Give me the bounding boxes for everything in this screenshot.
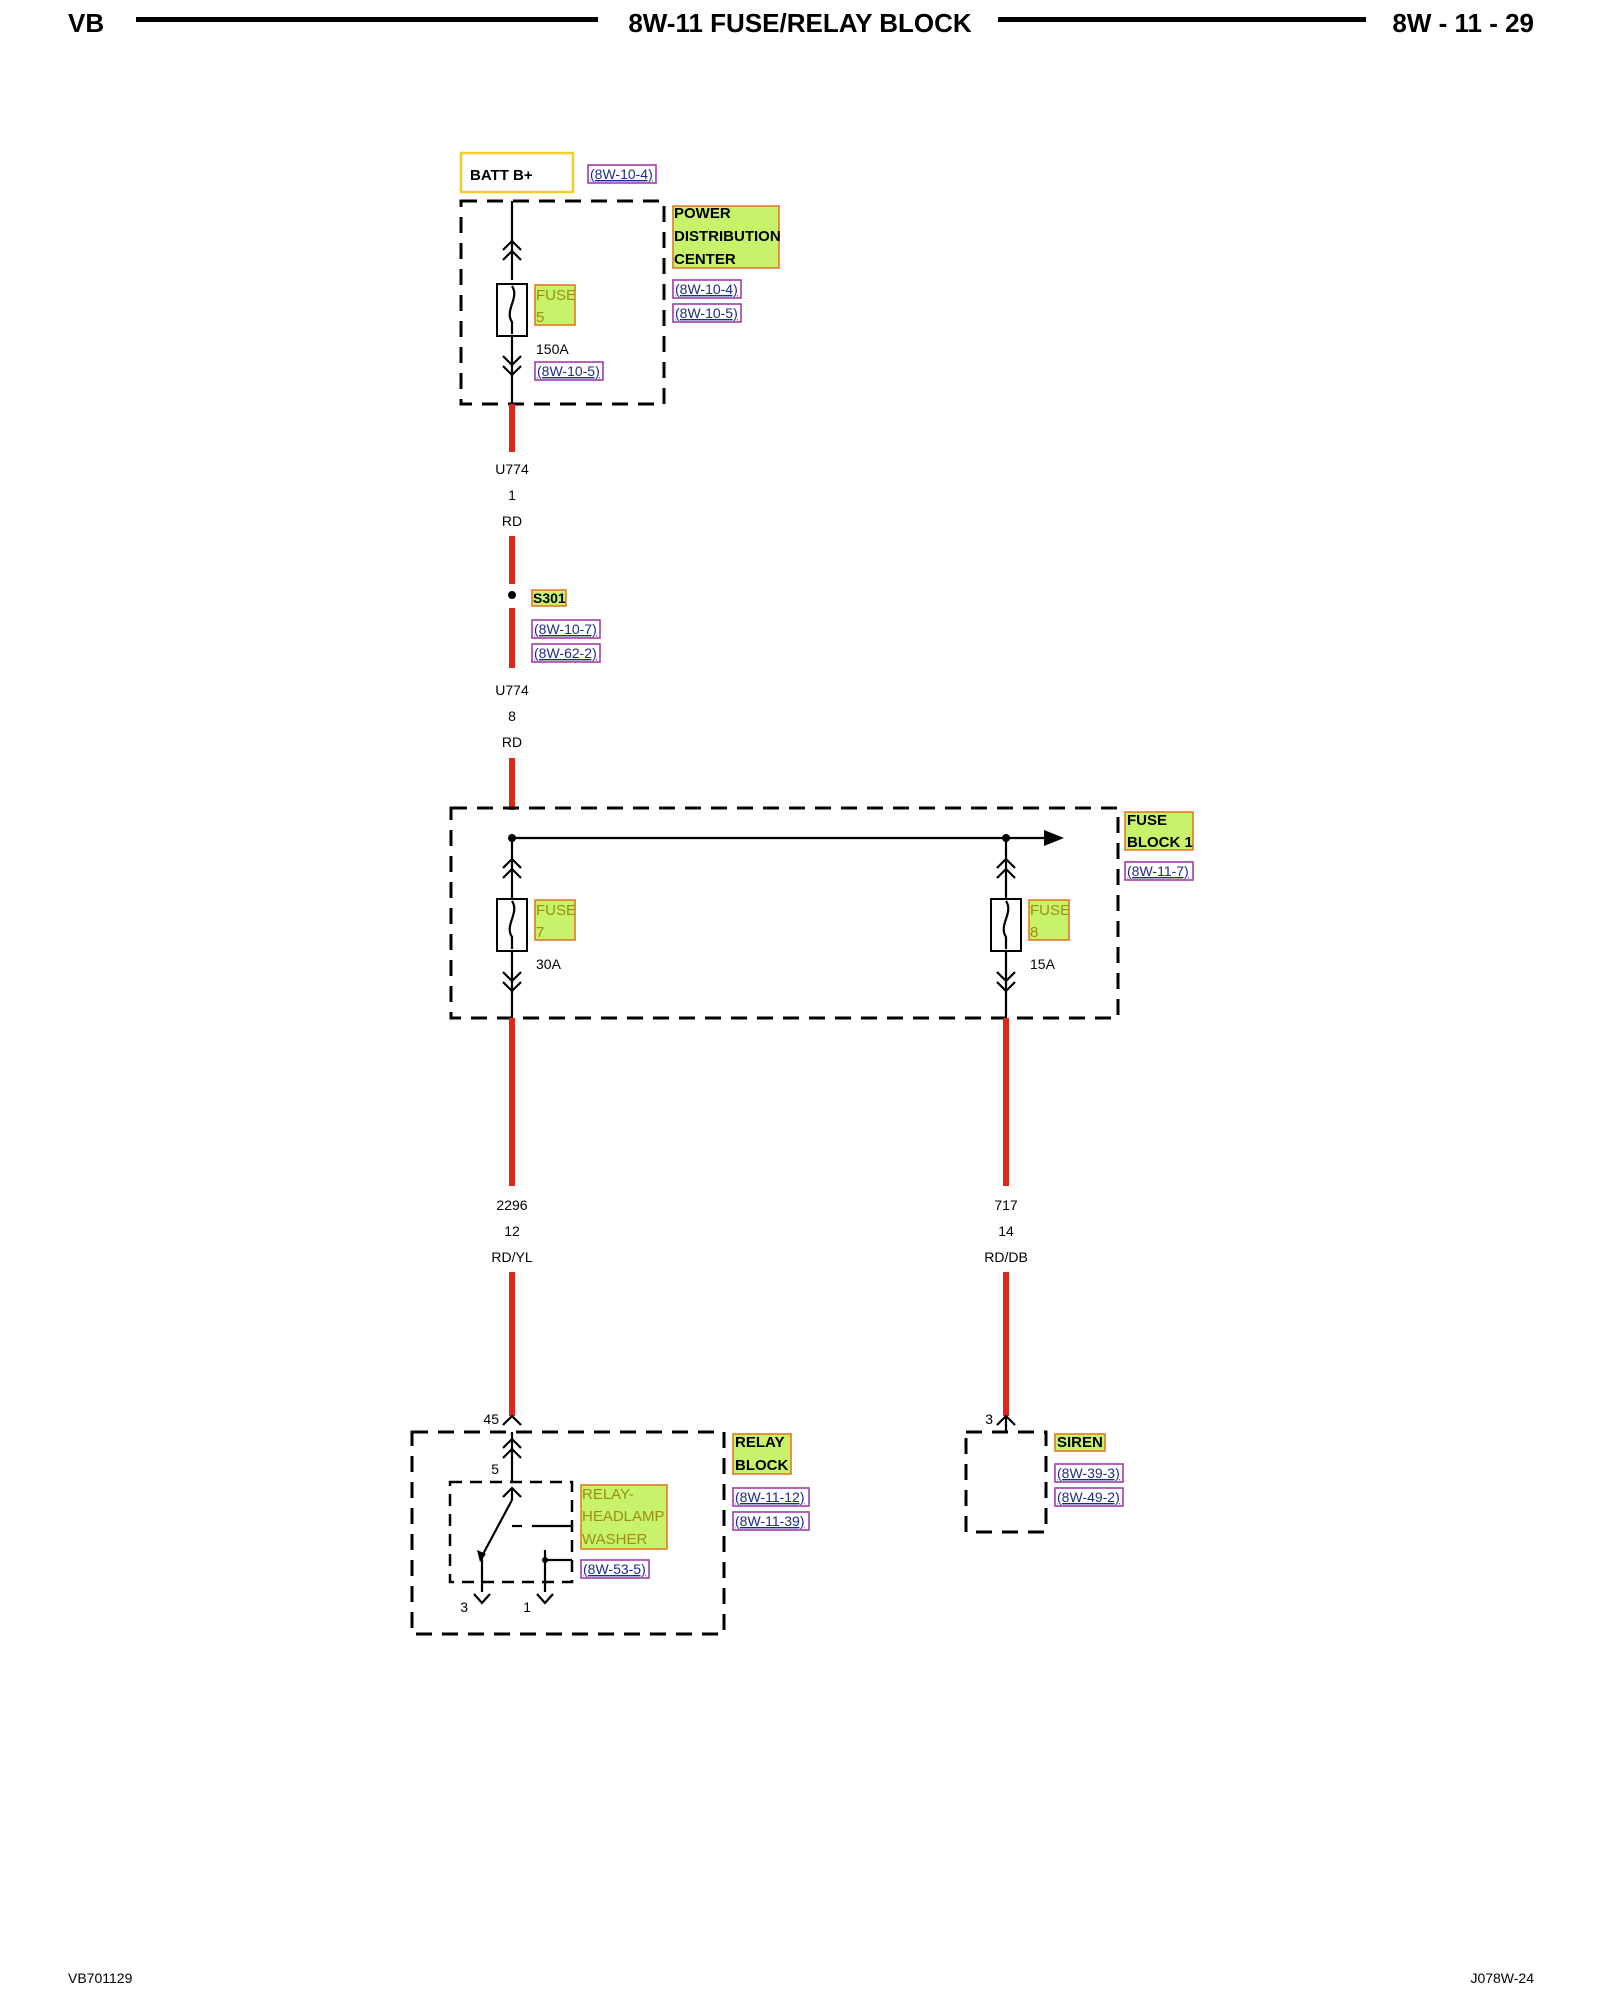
siren-ref-1[interactable]: (8W-39-3) <box>1057 1465 1120 1481</box>
wire3-circuit: 2296 <box>496 1197 527 1213</box>
wire2-color: RD <box>502 734 522 750</box>
splice-ref-2[interactable]: (8W-62-2) <box>534 645 597 661</box>
relay-pin-1: 1 <box>523 1599 531 1615</box>
wire1-color: RD <box>502 513 522 529</box>
fuse-5-label: FUSE <box>536 287 576 304</box>
siren-ref-2[interactable]: (8W-49-2) <box>1057 1489 1120 1505</box>
batt-source-ref[interactable]: (8W-10-4) <box>590 166 653 182</box>
pdc-name-line-2: DISTRIBUTION <box>674 228 781 245</box>
footer-drawing-id: VB701129 <box>68 1970 133 1986</box>
bus-continuation-arrow <box>1044 830 1064 846</box>
relay-name-line-2: HEADLAMP <box>582 1508 665 1525</box>
relay-headlamp-washer-outline <box>448 1480 574 1584</box>
wire1-circuit: U774 <box>495 461 529 477</box>
fuse-block-outline <box>449 806 1120 1020</box>
wire2-circuit: U774 <box>495 682 529 698</box>
relay-switch-blade <box>481 1499 513 1557</box>
wire3-cavity: 12 <box>504 1223 520 1239</box>
relay-block-ref-1[interactable]: (8W-11-12) <box>735 1489 805 1505</box>
pdc-outline <box>459 199 666 406</box>
relay-block-ref-2[interactable]: (8W-11-39) <box>735 1513 805 1529</box>
fuse-block-name-line-2: BLOCK 1 <box>1127 834 1193 851</box>
wire1-cavity: 1 <box>508 487 516 503</box>
page-header: VB 8W-11 FUSE/RELAY BLOCK 8W - 11 - 29 <box>0 0 1600 50</box>
siren-outline <box>964 1430 1048 1534</box>
wire2-cavity: 8 <box>508 708 516 724</box>
relay-block-connector-pin: 45 <box>483 1411 499 1427</box>
pdc-name-line-1: POWER <box>674 205 731 222</box>
relay-pin-5: 5 <box>491 1461 499 1477</box>
fuse-5-ref[interactable]: (8W-10-5) <box>537 363 600 379</box>
wire3-color: RD/YL <box>491 1249 532 1265</box>
wire4-color: RD/DB <box>984 1249 1028 1265</box>
vehicle-code: VB <box>68 8 105 38</box>
wire4-circuit: 717 <box>994 1197 1018 1213</box>
header-rule-left <box>136 17 598 22</box>
splice-name: S301 <box>533 590 566 606</box>
page-number: 8W - 11 - 29 <box>1392 8 1534 38</box>
wire4-cavity: 14 <box>998 1223 1014 1239</box>
header-rule-right <box>998 17 1366 22</box>
fuse-5-rating: 150A <box>536 341 569 357</box>
relay-block-outline <box>410 1430 726 1636</box>
fuse-7-label: FUSE <box>536 902 576 919</box>
fuse-8-label: FUSE <box>1030 902 1070 919</box>
fuse-7-rating: 30A <box>536 956 562 972</box>
relay-pin-3: 3 <box>460 1599 468 1615</box>
fuse-5-number: 5 <box>536 309 544 326</box>
batt-source-label: BATT B+ <box>470 167 533 184</box>
relay-name-line-1: RELAY- <box>582 1486 634 1503</box>
splice-ref-1[interactable]: (8W-10-7) <box>534 621 597 637</box>
fuse-8-number: 8 <box>1030 924 1038 941</box>
relay-block-name-line-1: RELAY <box>735 1434 784 1451</box>
fuse-block-ref[interactable]: (8W-11-7) <box>1127 863 1189 879</box>
footer-doc-id: J078W-24 <box>1470 1970 1534 1986</box>
fuse-8-rating: 15A <box>1030 956 1056 972</box>
fuse-7-number: 7 <box>536 924 544 941</box>
splice-s301-dot <box>508 591 516 599</box>
batt-source-box <box>459 151 575 194</box>
page-title: 8W-11 FUSE/RELAY BLOCK <box>628 8 972 38</box>
siren-pin: 3 <box>985 1411 993 1427</box>
fuse-block-name-line-1: FUSE <box>1127 812 1167 829</box>
siren-name: SIREN <box>1057 1434 1103 1451</box>
relay-name-line-3: WASHER <box>582 1531 647 1548</box>
pdc-ref-1[interactable]: (8W-10-4) <box>675 281 738 297</box>
pdc-ref-2[interactable]: (8W-10-5) <box>675 305 738 321</box>
pdc-name-line-3: CENTER <box>674 251 736 268</box>
relay-block-name-line-2: BLOCK <box>735 1457 788 1474</box>
relay-ref[interactable]: (8W-53-5) <box>583 1561 646 1577</box>
